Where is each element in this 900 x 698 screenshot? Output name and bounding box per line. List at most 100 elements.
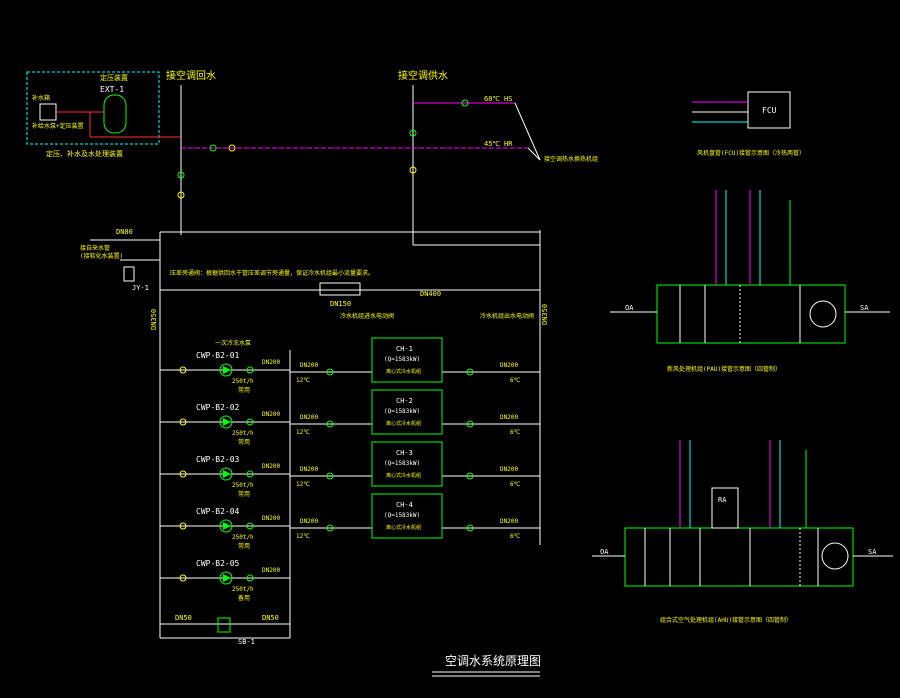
pump-icon (219, 363, 233, 377)
pump-status: 常用 (238, 438, 250, 446)
chiller-out-temp: 6℃ (510, 481, 521, 488)
chiller-out-size: DN200 (500, 362, 518, 369)
expansion-tank-vessel (103, 94, 127, 134)
make-up-water-tank (39, 103, 57, 121)
pump-arrow-icon (223, 366, 231, 374)
pump-arrow-icon (223, 522, 231, 530)
chiller-capacity: (Q=1583kW) (384, 460, 420, 467)
pump-inlet-valve-icon (179, 366, 187, 374)
dn350-right-label: DN350 (541, 304, 549, 325)
chiller-in-temp: 12℃ (296, 533, 310, 540)
chiller-box (371, 389, 443, 435)
chemical-tank-tag: JY-1 (132, 284, 149, 292)
pump-arrow-icon (223, 574, 231, 582)
pump-outlet-valve-icon (246, 366, 254, 374)
bypass-valve (319, 282, 361, 296)
fcu-caption: 风机盘管(FCU)接管示意图（冷热两管） (697, 149, 805, 157)
pump-note-label: 补给水泵+定压装置 (32, 122, 84, 130)
main-headers: 压差旁通阀：根据供回水干管压差调节旁通量，保证冷水机组最小流量要求。 DN150… (150, 231, 549, 639)
pump-tag: CWP-B2-05 (196, 559, 240, 568)
chiller-desc: 离心式冷水机组 (386, 524, 421, 531)
ahu-fan-icon (821, 542, 849, 570)
pump-pipe-size: DN200 (262, 515, 280, 522)
ahu-sa: SA (868, 548, 877, 556)
chiller-in-temp: 12℃ (296, 377, 310, 384)
chiller-capacity: (Q=1583kW) (384, 408, 420, 415)
pump-status: 常用 (238, 386, 250, 394)
pump-icon (219, 571, 233, 585)
chiller-note-left: 冷水机组进水电动阀 (340, 312, 394, 320)
chiller-in-temp: 12℃ (296, 481, 310, 488)
pump-flow: 250t/h (232, 482, 254, 489)
pump-pipe-size: DN200 (262, 463, 280, 470)
pump-flow: 250t/h (232, 586, 254, 593)
drain-pump (217, 617, 231, 633)
pump-status: 常用 (238, 542, 250, 550)
dn350-left-label: DN350 (150, 309, 158, 330)
pump-flow: 250t/h (232, 430, 254, 437)
ahu-oa: OA (600, 548, 609, 556)
expansion-tank-caption: 定压、补水及水处理装置 (46, 149, 123, 158)
hr-label: HR (504, 140, 513, 148)
expansion-tank-tag: EXT-1 (100, 85, 124, 94)
chiller-out-temp: 6℃ (510, 429, 521, 436)
main-risers: 接空调回水 接空调供水 60℃ HS 45℃ HR 接空调热水换热机组 (166, 69, 598, 545)
chiller-desc: 离心式冷水机组 (386, 472, 421, 479)
expansion-tank-title: 定压装置 (100, 73, 128, 82)
chiller-outlet-valve-icon (466, 368, 474, 376)
pump-pipe-size: DN200 (262, 411, 280, 418)
chiller-out-temp: 6℃ (510, 533, 521, 540)
chiller-capacity: (Q=1583kW) (384, 356, 420, 363)
chiller-outlet-valve-icon (466, 524, 474, 532)
pump-pipe-size: DN200 (262, 567, 280, 574)
pump-inlet-valve-icon (179, 418, 187, 426)
chiller-out-size: DN200 (500, 518, 518, 525)
ahu-ra: RA (718, 496, 727, 504)
chemical-tank (123, 266, 135, 282)
heat-exchange-note: 接空调热水换热机组 (544, 155, 598, 163)
chiller-note-right: 冷水机组出水电动阀 (480, 312, 534, 320)
pump-flow: 250t/h (232, 378, 254, 385)
chiller-in-size: DN200 (300, 362, 318, 369)
fill-water-assembly: DN80 接自来水管 (接软化水装置) JY-1 (80, 228, 160, 292)
drain-assembly: DN50 DN50 SB-1 (160, 614, 290, 646)
chiller-tag: CH-1 (396, 345, 413, 353)
hs-temp: 60℃ (484, 95, 500, 103)
return-water-label: 接空调回水 (166, 69, 216, 82)
chiller-tag: CH-4 (396, 501, 413, 509)
drain-size-right: DN50 (262, 614, 279, 622)
drain-size-left: DN50 (175, 614, 192, 622)
pump-inlet-valve-icon (179, 470, 187, 478)
pump-icon (219, 467, 233, 481)
chiller-inlet-valve-icon (326, 420, 334, 428)
chiller-in-size: DN200 (300, 466, 318, 473)
pump-status: 常用 (238, 490, 250, 498)
chiller-box (371, 441, 443, 487)
ahu-detail: OA SA RA 组合式空气处理机组(AHU)接管示意图（四管制） (592, 440, 893, 624)
pau-oa: OA (625, 304, 634, 312)
fill-water-note-2: (接软化水装置) (80, 252, 123, 260)
chiller-outlet-valve-icon (466, 420, 474, 428)
fill-water-note-1: 接自来水管 (80, 244, 110, 252)
chiller-desc: 离心式冷水机组 (386, 420, 421, 427)
pau-detail: OA SA 新风处理机组(PAU)接管示意图（四管制） (610, 190, 890, 373)
hs-label: HS (504, 95, 512, 103)
bypass-size-2: DN400 (420, 290, 441, 298)
drawing-title: 空调水系统原理图 (445, 654, 541, 668)
pau-caption: 新风处理机组(PAU)接管示意图（四管制） (667, 365, 781, 373)
chiller-box (371, 337, 443, 383)
supply-water-label: 接空调供水 (398, 69, 448, 82)
ahu-caption: 组合式空气处理机组(AHU)接管示意图（四管制） (660, 616, 792, 624)
chiller-inlet-valve-icon (326, 524, 334, 532)
fcu-detail: FCU 风机盘管(FCU)接管示意图（冷热两管） (692, 91, 805, 157)
chiller-out-size: DN200 (500, 414, 518, 421)
bypass-note: 压差旁通阀：根据供回水干管压差调节旁通量，保证冷水机组最小流量要求。 (170, 269, 374, 277)
pump-outlet-valve-icon (246, 418, 254, 426)
drain-tag: SB-1 (238, 638, 255, 646)
pump-inlet-valve-icon (179, 574, 187, 582)
pau-fan-icon (809, 300, 837, 328)
pump-tag: CWP-B2-02 (196, 403, 240, 412)
chiller-inlet-valve-icon (326, 472, 334, 480)
bypass-size-1: DN150 (330, 300, 351, 308)
